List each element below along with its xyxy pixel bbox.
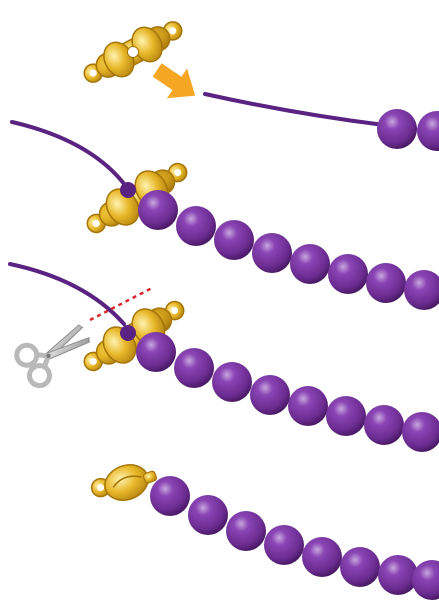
cord — [203, 92, 394, 128]
step-insert-cord — [83, 21, 439, 151]
cut-line-icon — [89, 286, 153, 322]
scissors-icon — [14, 324, 90, 389]
closed-bead-tip-icon — [90, 464, 158, 501]
bead-tip-icon — [83, 21, 183, 83]
bead-strand-icon — [136, 332, 439, 452]
step-knot-cord — [10, 120, 439, 310]
bead-strand-icon — [138, 190, 439, 310]
step-close-tip — [90, 464, 439, 600]
knot-icon — [120, 325, 136, 341]
bead-strand-icon — [377, 109, 439, 151]
step-trim-cord — [8, 262, 439, 452]
knot-icon — [120, 182, 136, 198]
bead-strand-icon — [150, 476, 439, 600]
arrow-icon — [152, 63, 196, 99]
cord — [10, 120, 127, 187]
cord — [8, 262, 126, 326]
